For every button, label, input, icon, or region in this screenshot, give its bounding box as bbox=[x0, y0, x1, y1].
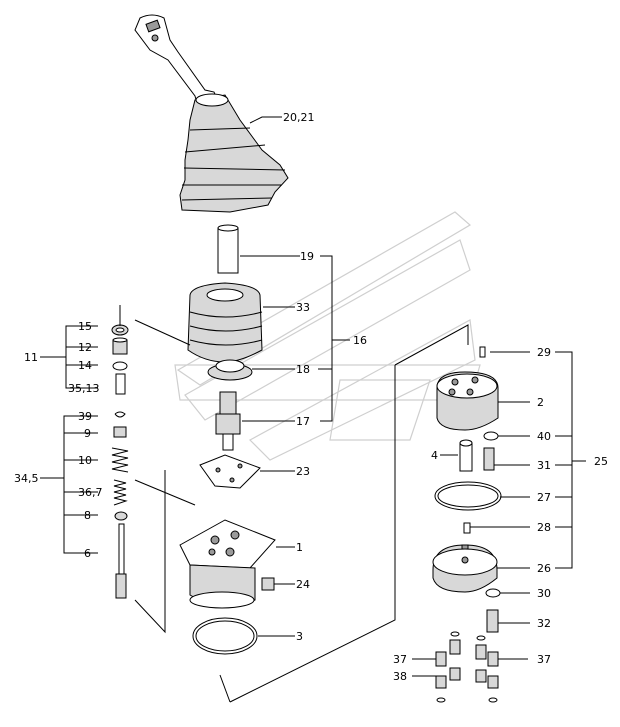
label-16: 16 bbox=[353, 334, 367, 347]
label-6: 6 bbox=[84, 547, 91, 560]
label-20-21: 20,21 bbox=[283, 111, 315, 124]
label-11: 11 bbox=[24, 351, 38, 364]
label-39: 39 bbox=[78, 410, 92, 423]
housing-body bbox=[179, 519, 276, 609]
callout-labels: 20,21 19 33 16 18 17 23 1 24 3 15 12 11 … bbox=[14, 111, 608, 683]
left-parts bbox=[111, 305, 129, 599]
label-10: 10 bbox=[78, 454, 92, 467]
label-3: 3 bbox=[296, 630, 303, 643]
label-35-13: 35,13 bbox=[68, 382, 100, 395]
label-38: 38 bbox=[393, 670, 407, 683]
label-30: 30 bbox=[537, 587, 551, 600]
label-17: 17 bbox=[296, 415, 310, 428]
o-ring-3 bbox=[192, 617, 258, 655]
right-leaders bbox=[219, 324, 586, 703]
left-bracket bbox=[40, 319, 196, 634]
label-23: 23 bbox=[296, 465, 310, 478]
label-1: 1 bbox=[296, 541, 303, 554]
label-32: 32 bbox=[537, 617, 551, 630]
label-28: 28 bbox=[537, 521, 551, 534]
label-4: 4 bbox=[431, 449, 438, 462]
right-parts bbox=[432, 346, 502, 633]
universal-joint bbox=[215, 391, 241, 451]
label-26: 26 bbox=[537, 562, 551, 575]
plunger-rod bbox=[217, 224, 239, 274]
label-9: 9 bbox=[84, 427, 91, 440]
bellows-seal bbox=[187, 282, 263, 363]
joystick-handle bbox=[134, 14, 223, 116]
label-19: 19 bbox=[300, 250, 314, 263]
center-leaders bbox=[240, 116, 350, 637]
rubber-boot bbox=[179, 93, 289, 213]
cam-plate bbox=[199, 454, 261, 489]
label-14: 14 bbox=[78, 359, 92, 372]
label-33: 33 bbox=[296, 301, 310, 314]
label-34-5: 34,5 bbox=[14, 472, 39, 485]
label-37-right: 37 bbox=[537, 653, 551, 666]
label-15: 15 bbox=[78, 320, 92, 333]
plug-24 bbox=[261, 577, 275, 591]
label-12: 12 bbox=[78, 341, 92, 354]
label-40: 40 bbox=[537, 430, 551, 443]
label-31: 31 bbox=[537, 459, 551, 472]
label-2: 2 bbox=[537, 396, 544, 409]
label-36-7: 36,7 bbox=[78, 486, 103, 499]
label-8: 8 bbox=[84, 509, 91, 522]
retainer-plate bbox=[207, 359, 253, 381]
fittings bbox=[435, 631, 499, 703]
label-24: 24 bbox=[296, 578, 310, 591]
label-27: 27 bbox=[537, 491, 551, 504]
label-25: 25 bbox=[594, 455, 608, 468]
label-18: 18 bbox=[296, 363, 310, 376]
label-29: 29 bbox=[537, 346, 551, 359]
label-37-left: 37 bbox=[393, 653, 407, 666]
